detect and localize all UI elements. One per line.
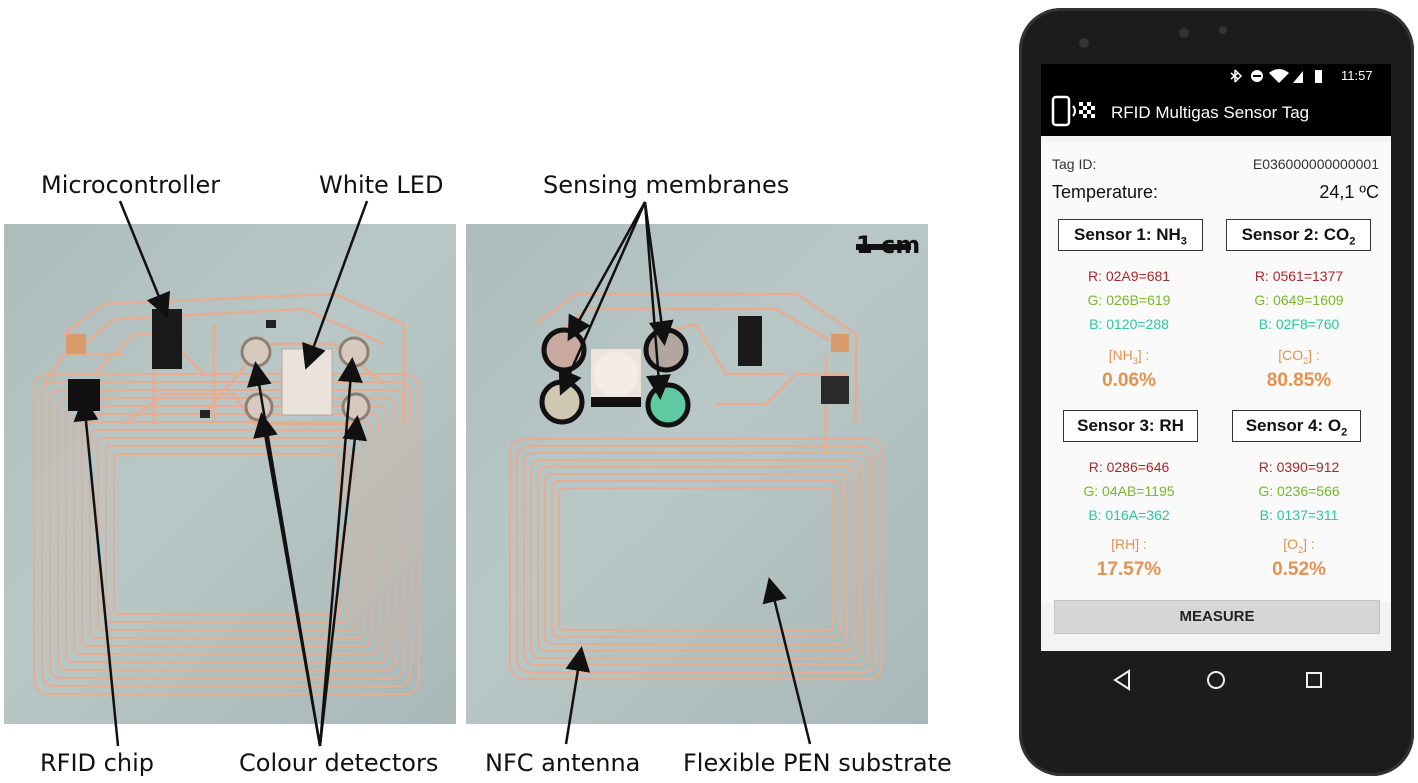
smd-part (266, 320, 276, 328)
sensor-3-blue: B: 016A=362 (1088, 507, 1170, 523)
label-nfc-antenna: NFC antenna (485, 749, 641, 777)
annotation-arrows (73, 200, 812, 747)
nfc-phone-icon (1051, 95, 1095, 127)
status-time: 11:57 (1341, 68, 1373, 83)
sensor-2-green: G: 0649=1609 (1254, 292, 1344, 308)
label-rfid-chip: RFID chip (40, 749, 154, 777)
back-icon[interactable] (1113, 669, 1130, 691)
sensor-4-value: 0.52% (1272, 559, 1326, 580)
arrow-nfc-antenna (564, 646, 591, 745)
arrow-membrane-2 (558, 201, 647, 396)
sensor-2-gas-label: [CO2] : (1278, 347, 1320, 366)
label-substrate: Flexible PEN substrate (683, 749, 952, 777)
microcontroller-component (152, 309, 182, 369)
recents-icon[interactable] (1306, 672, 1322, 688)
sensor-2-value: 80.85% (1266, 370, 1332, 391)
traces-right (535, 292, 858, 454)
capacitor (66, 334, 86, 354)
bluetooth-icon (1230, 69, 1243, 83)
status-icons (1230, 69, 1322, 83)
sensor-1-title: Sensor 1: NH3 (1058, 219, 1203, 251)
temperature-value: 24,1 ºC (1319, 182, 1379, 202)
label-microcontroller: Microcontroller (41, 171, 221, 199)
sensor-3-red: R: 0286=646 (1088, 459, 1170, 475)
sensor-2-red: R: 0561=1377 (1254, 268, 1344, 284)
measure-button[interactable]: MEASURE (1054, 600, 1380, 634)
sensor-4-green: G: 0236=566 (1258, 483, 1340, 499)
photo-device-membranes (466, 224, 928, 724)
arrow-detector-2 (253, 412, 322, 747)
arrow-membrane-1 (567, 201, 647, 342)
sensor-1-green: G: 026B=619 (1087, 292, 1171, 308)
antenna-coil-right (509, 438, 883, 680)
microcontroller-component-2 (738, 316, 762, 366)
sensor-4-title: Sensor 4: O2 (1232, 410, 1361, 442)
arrow-membrane-3 (643, 201, 674, 346)
capacitor (831, 334, 849, 352)
smd-part (591, 397, 641, 407)
sensor-4-readings: R: 0390=912 G: 0236=566 B: 0137=311 (1219, 455, 1379, 527)
status-bar: 11:57 (1041, 64, 1391, 88)
rfid-chip-component-2 (821, 376, 849, 404)
speaker-icon (1079, 38, 1089, 48)
scale-bar (856, 244, 911, 250)
led-lens (594, 352, 638, 396)
sensor-icon (1219, 26, 1227, 34)
phone-screen: 11:57 RFID Multigas Sensor Tag Tag ID: E… (1041, 64, 1391, 651)
wifi-icon (1269, 69, 1289, 83)
sensor-4-red: R: 0390=912 (1258, 459, 1340, 475)
nav-bar (1041, 651, 1391, 717)
home-icon[interactable] (1207, 671, 1225, 689)
photo-device-front (4, 224, 456, 724)
arrow-white-led (302, 200, 369, 370)
sensor-1-value: 0.06% (1102, 370, 1156, 391)
sensor-1-readings: R: 02A9=681 G: 026B=619 B: 0120=288 (1049, 264, 1209, 336)
sensor-1-gas-label: [NH3] : (1108, 347, 1150, 366)
front-camera-icon (1179, 28, 1189, 38)
sensor-1-blue: B: 0120=288 (1089, 316, 1169, 332)
sensor-3-value: 17.57% (1096, 559, 1162, 580)
app-content: Tag ID: E036000000000001 Temperature: 24… (1041, 136, 1391, 651)
sensor-3-readings: R: 0286=646 G: 04AB=1195 B: 016A=362 (1049, 455, 1209, 527)
sensor-2-title: Sensor 2: CO2 (1226, 219, 1371, 251)
arrow-detector-4 (318, 415, 368, 747)
app-bar: RFID Multigas Sensor Tag (1041, 88, 1391, 136)
tag-id-label: Tag ID: (1052, 156, 1097, 172)
sensor-1-red: R: 02A9=681 (1087, 268, 1171, 284)
sensor-3-gas-label: [RH] : (1111, 536, 1147, 552)
app-title: RFID Multigas Sensor Tag (1111, 103, 1310, 122)
smd-part (200, 410, 210, 418)
sensor-card: Tag ID: E036000000000001 Temperature: 24… (1041, 142, 1391, 602)
signal-icon (1293, 71, 1303, 83)
battery-icon (1315, 70, 1322, 83)
sensor-4-gas-label: [O2] : (1283, 536, 1315, 555)
sensor-4-blue: B: 0137=311 (1259, 507, 1339, 523)
sensor-2-blue: B: 02F8=760 (1258, 316, 1340, 332)
label-colour-detectors: Colour detectors (239, 749, 439, 777)
sensor-3-green: G: 04AB=1195 (1083, 483, 1175, 499)
tag-id-value: E036000000000001 (1252, 156, 1379, 172)
nav-buttons (1113, 669, 1322, 691)
arrow-detector-3 (318, 357, 363, 747)
temperature-label: Temperature: (1052, 182, 1159, 202)
arrow-substrate (762, 577, 812, 745)
phone-device: 11:57 RFID Multigas Sensor Tag Tag ID: E… (1019, 8, 1414, 776)
label-scale: 1 cm (856, 231, 921, 259)
sensor-2-readings: R: 0561=1377 G: 0649=1609 B: 02F8=760 (1219, 264, 1379, 336)
arrow-membrane-4 (643, 201, 671, 400)
label-white-led: White LED (319, 171, 444, 199)
arrow-microcontroller (118, 200, 171, 319)
arrow-rfid-chip (73, 396, 120, 747)
label-sensing-membranes: Sensing membranes (543, 171, 790, 199)
sensor-3-title: Sensor 3: RH (1063, 410, 1198, 442)
